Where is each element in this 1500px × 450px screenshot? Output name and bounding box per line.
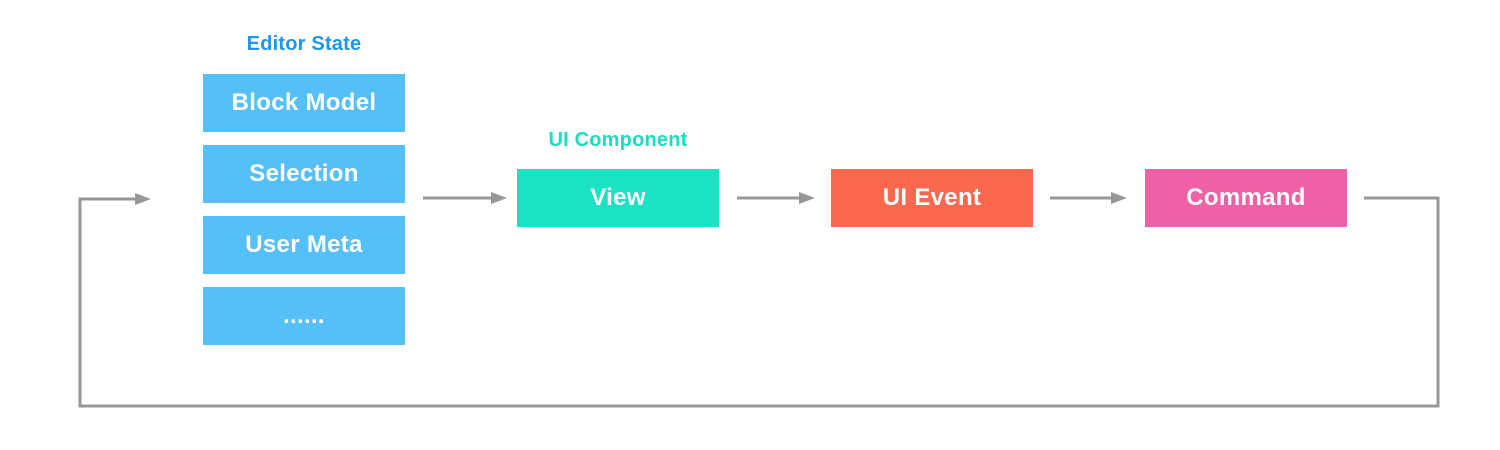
ui-event-node: UI Event xyxy=(831,169,1033,227)
ui-component-label: UI Component xyxy=(548,129,688,151)
editor-state-stack: Block Model Selection User Meta ...... xyxy=(203,74,405,345)
selection-node: Selection xyxy=(203,145,405,203)
feedback-loop-arrow xyxy=(78,193,1440,408)
block-model-node: Block Model xyxy=(203,74,405,132)
arrow-uievent-to-command xyxy=(1050,192,1127,204)
ellipsis-node: ...... xyxy=(203,287,405,345)
editor-state-label: Editor State xyxy=(246,33,362,55)
arrow-state-to-view xyxy=(423,192,507,204)
command-node: Command xyxy=(1145,169,1347,227)
user-meta-node: User Meta xyxy=(203,216,405,274)
view-node: View xyxy=(517,169,719,227)
arrow-view-to-uievent xyxy=(737,192,815,204)
